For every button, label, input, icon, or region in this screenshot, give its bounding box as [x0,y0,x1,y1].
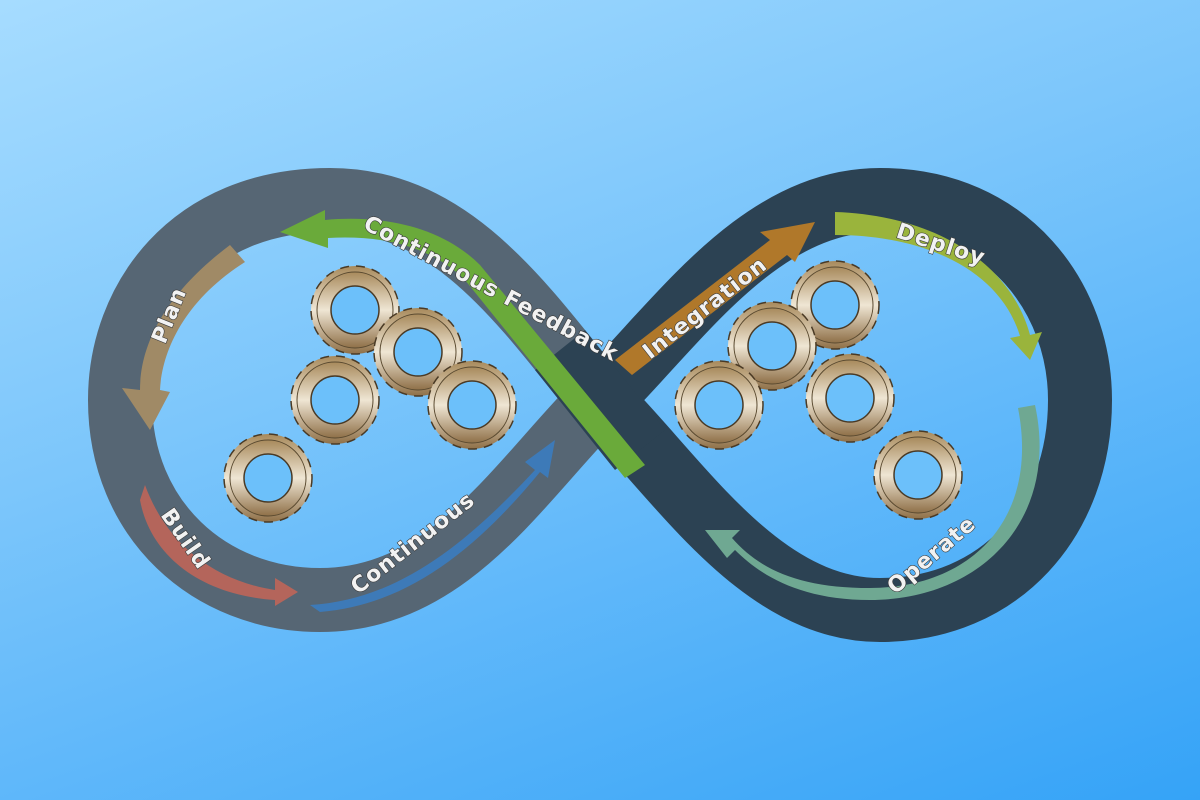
gear-icon [873,430,963,520]
gear-icon [805,353,895,443]
gear-icon [427,360,517,450]
gear-icon [290,355,380,445]
gear-cluster-left [223,265,517,523]
gear-icon [674,360,764,450]
gear-icon [223,433,313,523]
